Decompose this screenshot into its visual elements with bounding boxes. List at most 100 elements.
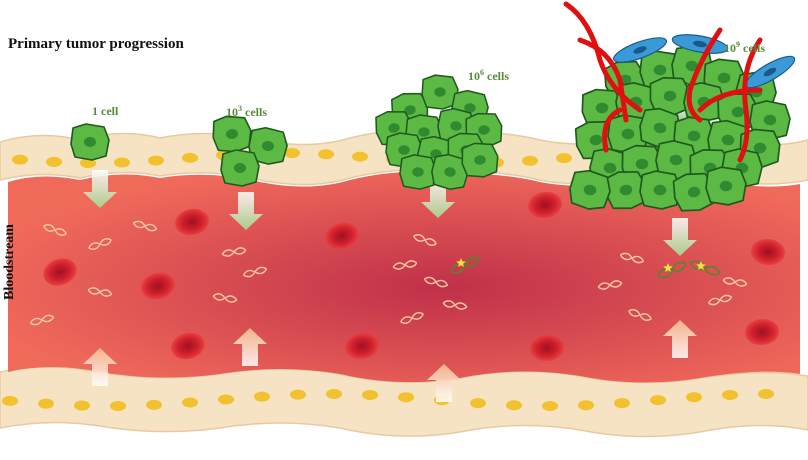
- tumor-cell-nucleus: [595, 102, 609, 114]
- mutation-star: [696, 261, 706, 270]
- tumor-cell-nucleus: [653, 184, 667, 196]
- tumor-cell-nucleus: [398, 145, 410, 155]
- wall-nucleus: [38, 398, 54, 409]
- dna-strand: [689, 262, 721, 274]
- wall-nucleus: [650, 395, 666, 406]
- dna-fragment: [221, 247, 247, 257]
- dna-strand: [88, 238, 112, 250]
- wall-nucleus: [758, 389, 774, 400]
- tumor-cell-nucleus: [450, 121, 462, 131]
- tumor-cell-nucleus: [262, 140, 274, 152]
- wall-nucleus: [578, 400, 594, 411]
- dna-strand: [43, 225, 67, 235]
- capillary-vessel: [577, 37, 629, 123]
- red-blood-cell: [345, 332, 379, 360]
- dna-fragment: [657, 261, 687, 279]
- red-blood-cell: [530, 334, 564, 362]
- dna-fragment: [628, 309, 652, 321]
- dna-fragment: [87, 287, 113, 297]
- release-arrow-down: [83, 170, 117, 208]
- dna-strand: [450, 256, 480, 274]
- tumor-cell: [569, 169, 611, 210]
- wall-nucleus: [74, 400, 90, 411]
- tumor-cell: [431, 153, 469, 190]
- dna-fragment: [722, 277, 748, 287]
- tumor-cell-nucleus: [234, 163, 246, 173]
- tumor-cell-nucleus: [719, 180, 733, 192]
- red-blood-cell: [141, 272, 175, 300]
- tumor-cell-nucleus: [418, 127, 430, 137]
- tumor-cell-nucleus: [731, 106, 745, 118]
- release-arrow-down: [663, 218, 697, 256]
- wall-nucleus: [218, 394, 234, 405]
- wall-nucleus: [318, 149, 334, 160]
- tumor-cell-nucleus: [464, 103, 476, 113]
- dna-fragment: [707, 294, 733, 306]
- red-blood-cell: [528, 191, 562, 219]
- dna-strand: [87, 289, 113, 295]
- dna-fragment: [132, 220, 158, 232]
- tumor-cell-nucleus: [753, 142, 767, 154]
- wall-nucleus: [182, 397, 198, 408]
- bloodstream-label: Bloodstream: [2, 224, 17, 300]
- wall-nucleus: [46, 156, 62, 167]
- red-blood-cell: [43, 258, 77, 286]
- clearance-arrow-up: [427, 364, 461, 402]
- dna-strand: [619, 254, 645, 262]
- dna-fragment: [88, 238, 112, 250]
- tumor-cell-nucleus: [653, 64, 667, 76]
- tumor-cell-nucleus: [685, 60, 699, 72]
- wall-nucleus: [686, 392, 702, 403]
- wall-nucleus: [290, 389, 306, 400]
- capillary-vessel: [737, 37, 763, 163]
- tumor-cell-nucleus: [434, 87, 446, 97]
- dna-fragment: [442, 300, 468, 310]
- dna-strand: [413, 235, 437, 245]
- tumor-cell-nucleus: [619, 184, 633, 196]
- wall-nucleus: [110, 400, 126, 411]
- dna-strand: [392, 260, 418, 270]
- dna-fragment: [400, 312, 424, 324]
- tumor-cell-nucleus: [412, 167, 424, 177]
- stage-3-label: 106 cells: [468, 68, 509, 83]
- tumor-cell: [461, 142, 499, 178]
- red-blood-cells: [43, 191, 785, 362]
- red-blood-cell: [325, 222, 359, 250]
- dna-strand: [212, 295, 238, 301]
- tumor-cell: [655, 139, 697, 180]
- dna-fragment: [450, 256, 480, 274]
- wall-nucleus: [506, 400, 522, 411]
- wall-nucleus: [114, 157, 130, 168]
- tumor-cell-nucleus: [226, 128, 238, 140]
- dna-fragment: [619, 252, 645, 264]
- tumor-cell: [220, 149, 260, 187]
- dna-fragment: [413, 234, 437, 246]
- capillary-vessel: [686, 27, 723, 123]
- tumor-cell-clusters: [70, 1, 796, 212]
- tumor-cell-nucleus: [84, 137, 96, 147]
- wall-nucleus: [470, 398, 486, 409]
- dna-fragment: [392, 260, 418, 270]
- tumor-cell-nucleus: [663, 90, 677, 102]
- tumor-cell-nucleus: [474, 155, 486, 165]
- clearance-arrow-up: [233, 328, 267, 366]
- tumor-cell-nucleus: [669, 154, 683, 166]
- release-arrow-down: [421, 180, 455, 218]
- stage-4-label: 109 cells: [724, 40, 765, 55]
- tumor-cell-nucleus: [763, 114, 777, 126]
- dna-fragment: [597, 280, 623, 290]
- dna-fragment: [242, 266, 268, 278]
- red-blood-cell: [745, 318, 779, 346]
- wall-nucleus: [182, 152, 198, 163]
- tumor-cell-nucleus: [444, 167, 456, 177]
- tumor-cell: [70, 123, 110, 161]
- tumor-cell-nucleus: [404, 105, 416, 115]
- wall-nucleus: [398, 392, 414, 403]
- dna-strand: [221, 247, 247, 257]
- tumor-cell: [639, 170, 681, 210]
- red-blood-cell: [171, 332, 205, 360]
- dna-strand: [722, 279, 748, 285]
- stromal-cell-nucleus: [633, 46, 647, 54]
- stromal-cell-nucleus: [763, 67, 777, 77]
